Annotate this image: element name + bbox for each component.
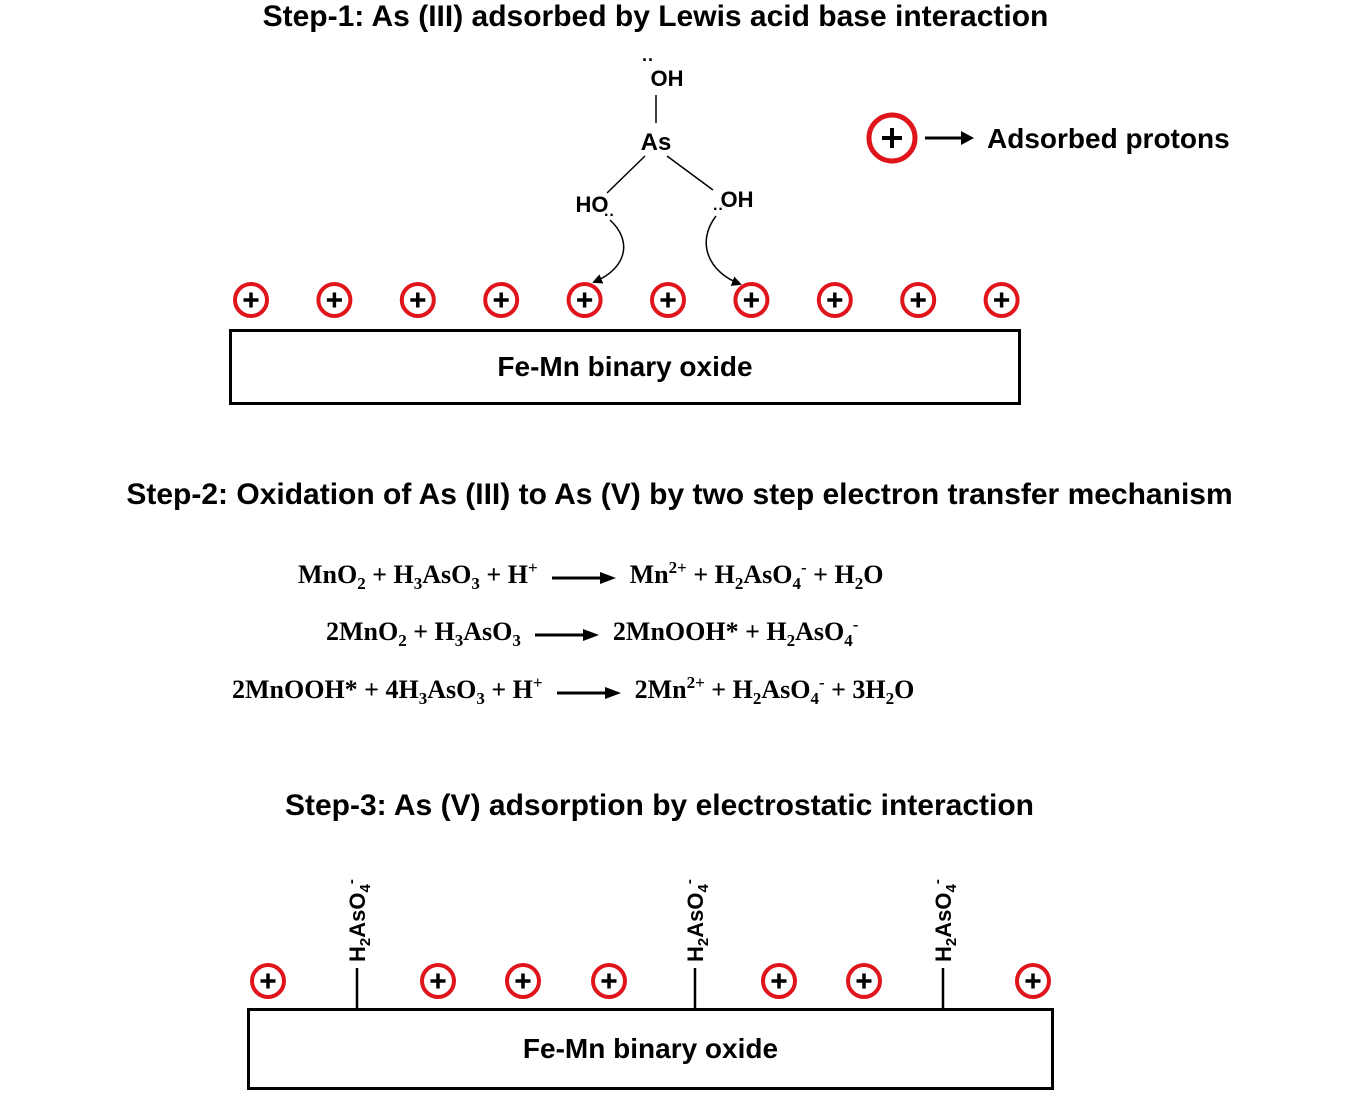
lone-pair-right: ··	[713, 201, 724, 218]
proton-icon	[399, 282, 436, 318]
arsenite-molecule: ·· OH As HO ·· OH ··	[576, 50, 754, 286]
step1-surface-label: Fe-Mn binary oxide	[497, 351, 753, 382]
proton-icon	[900, 282, 937, 318]
equation-rhs: 2Mn2+ + H2AsO4- + 3H2O	[634, 673, 915, 708]
proton-icon	[566, 282, 603, 318]
molecule-top-group: OH	[651, 66, 684, 91]
step1-title: Step-1: As (III) adsorbed by Lewis acid …	[262, 0, 1049, 33]
proton-icon	[733, 282, 770, 318]
proton-icon	[1015, 963, 1051, 999]
arrow-icon	[556, 677, 621, 707]
bound-h2aso4: H2AsO4-	[681, 879, 712, 1008]
lone-pair-left: ··	[604, 207, 615, 224]
equation-lhs: 2MnOOH* + 4H3AsO3 + H+	[232, 673, 543, 708]
step1-surface: Fe-Mn binary oxide	[229, 329, 1021, 405]
proton-icon	[866, 112, 918, 164]
equation-lhs: 2MnO2 + H3AsO3	[326, 617, 521, 650]
step3-protons	[250, 963, 1051, 999]
equation-3: 2MnOOH* + 4H3AsO3 + H+ 2Mn2+ + H2AsO4- + …	[232, 673, 914, 709]
equation-rhs: Mn2+ + H2AsO4- + H2O	[629, 558, 884, 593]
step3-bound-species: H2AsO4- H2AsO4- H2AsO4-	[343, 879, 960, 1008]
proton-icon	[983, 282, 1020, 318]
step1-diagram: ·· OH As HO ·· OH ·· Adsorbed protons	[233, 50, 1230, 318]
curved-arrow-right	[705, 215, 742, 286]
proton-icon	[505, 963, 541, 999]
legend-label: Adsorbed protons	[987, 123, 1230, 154]
proton-icon	[420, 963, 456, 999]
proton-icon	[483, 282, 520, 318]
svg-text:H2AsO4-: H2AsO4-	[681, 879, 712, 962]
proton-icon	[233, 282, 269, 318]
step1-protons	[233, 282, 1020, 318]
step3-title: Step-3: As (V) adsorption by electrostat…	[284, 789, 1035, 822]
svg-text:H2AsO4-: H2AsO4-	[343, 879, 374, 962]
bound-h2aso4: H2AsO4-	[343, 879, 374, 1008]
equation-rhs: 2MnOOH* + H2AsO4-	[612, 615, 859, 650]
proton-icon	[846, 963, 882, 999]
molecule-left-group: HO	[576, 192, 609, 217]
lone-pair-top: ··	[642, 50, 654, 70]
bound-h2aso4: H2AsO4-	[929, 879, 960, 1008]
svg-text:H2AsO4-: H2AsO4-	[929, 879, 960, 962]
step3-diagram: H2AsO4- H2AsO4- H2AsO4-	[250, 879, 1051, 1008]
proton-icon	[761, 963, 797, 999]
equation-lhs: MnO2 + H3AsO3 + H+	[298, 558, 538, 593]
curved-arrow-left	[592, 219, 625, 284]
proton-icon	[650, 282, 686, 318]
equation-1: MnO2 + H3AsO3 + H+ Mn2+ + H2AsO4- + H2O	[298, 558, 883, 594]
arrow-icon	[534, 619, 599, 649]
legend: Adsorbed protons	[866, 112, 1230, 164]
molecule-center: As	[641, 129, 672, 156]
proton-icon	[316, 282, 353, 318]
bond-right	[666, 155, 714, 191]
bond-left	[606, 155, 646, 194]
proton-icon	[816, 282, 853, 318]
proton-icon	[250, 963, 286, 999]
proton-icon	[591, 963, 627, 999]
step3-surface: Fe-Mn binary oxide	[247, 1008, 1054, 1090]
step3-surface-label: Fe-Mn binary oxide	[522, 1033, 779, 1064]
equation-2: 2MnO2 + H3AsO3 2MnOOH* + H2AsO4-	[326, 615, 858, 651]
molecule-right-group: OH	[721, 187, 754, 212]
step2-title: Step-2: Oxidation of As (III) to As (V) …	[126, 478, 1233, 511]
arrow-icon	[551, 562, 616, 592]
